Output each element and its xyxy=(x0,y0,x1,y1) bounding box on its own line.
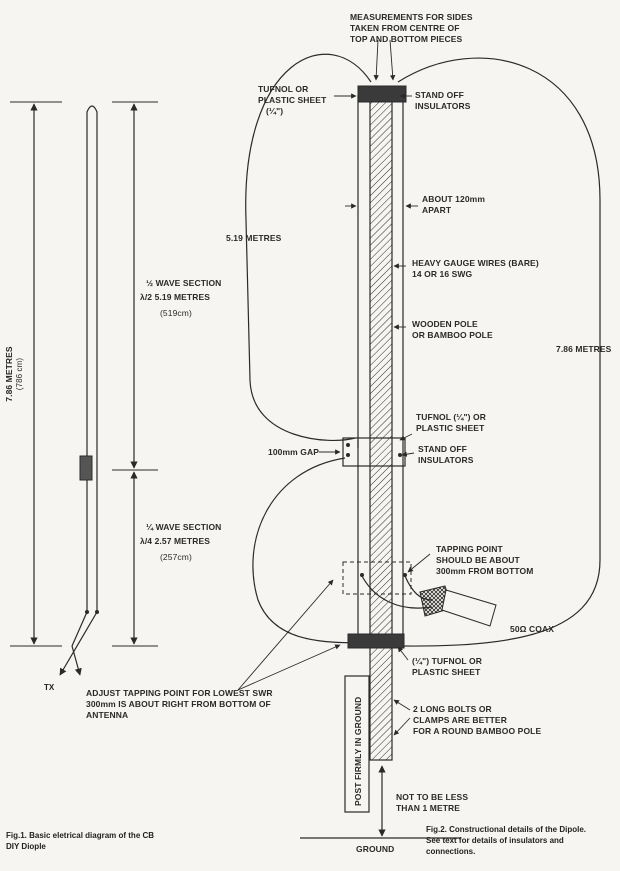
tapping-label-line3: 300mm FROM BOTTOM xyxy=(436,566,533,576)
half-wave-section-label: ½ WAVE SECTION xyxy=(146,278,221,288)
overall-length-label: 7.86 METRES xyxy=(4,346,14,402)
tufnol-bottom-label-line1: (¼") TUFNOL OR xyxy=(412,656,482,666)
tufnol-top-label-line1: TUFNOL OR xyxy=(258,84,308,94)
standoff-top-label-line1: STAND OFF xyxy=(415,90,464,100)
quarter-wave-cm-label: (257cm) xyxy=(160,552,192,562)
gap-label: 100mm GAP xyxy=(268,447,319,457)
pole-label-line1: WOODEN POLE xyxy=(412,319,478,329)
fig2-caption-line2: See text for details of insulators and xyxy=(426,836,564,845)
wooden-pole xyxy=(369,91,393,761)
tapping-label-line1: TAPPING POINT xyxy=(436,544,503,554)
overall-length-cm-label: (786 cm) xyxy=(15,358,24,391)
half-wave-cm-label: (519cm) xyxy=(160,308,192,318)
tufnol-mid-label-line1: TUFNOL (¼") OR xyxy=(416,412,486,422)
pole-label-line2: OR BAMBOO POLE xyxy=(412,330,493,340)
post-label: POST FIRMLY IN GROUND xyxy=(353,697,363,806)
bolts-label-line1: 2 LONG BOLTS OR xyxy=(413,704,492,714)
side-length-left-label: 5.19 METRES xyxy=(226,233,282,243)
adjust-label-line2: 300mm IS ABOUT RIGHT FROM BOTTOM OF xyxy=(86,699,271,709)
wires-label-line2: 14 OR 16 SWG xyxy=(412,269,473,279)
tufnol-bottom-label-line2: PLASTIC SHEET xyxy=(412,667,481,677)
measurements-label-line3: TOP AND BOTTOM PIECES xyxy=(350,34,463,44)
tufnol-mid-label-line2: PLASTIC SHEET xyxy=(416,423,485,433)
folded-dipole-element xyxy=(59,105,99,676)
bolts-label-line3: FOR A ROUND BAMBOO POLE xyxy=(413,726,541,736)
half-wave-fraction-label: λ/2 5.19 METRES xyxy=(140,292,210,302)
apart-label-line2: APART xyxy=(422,205,452,215)
fig1-electrical-diagram: 7.86 METRES (786 cm) TX ½ WAVE SECTION λ… xyxy=(4,101,221,851)
apart-label-line1: ABOUT 120mm xyxy=(422,194,485,204)
coax-cable xyxy=(441,589,497,627)
side-loop-right xyxy=(359,57,601,647)
ground-post xyxy=(344,675,370,813)
side-length-right-label: 7.86 METRES xyxy=(556,344,612,354)
quarter-wave-dimension xyxy=(112,471,158,647)
overall-dimension xyxy=(10,101,62,647)
wires-label-line1: HEAVY GAUGE WIRES (BARE) xyxy=(412,258,539,268)
tufnol-top-label-line3: (¼") xyxy=(266,106,283,116)
adjust-label-line1: ADJUST TAPPING POINT FOR LOWEST SWR xyxy=(86,688,273,698)
bolts-label-line2: CLAMPS ARE BETTER xyxy=(413,715,507,725)
fig2-caption-line1: Fig.2. Constructional details of the Dip… xyxy=(426,825,586,834)
measurements-label-line1: MEASUREMENTS FOR SIDES xyxy=(350,12,473,22)
measurements-label-line2: TAKEN FROM CENTRE OF xyxy=(350,23,460,33)
fig1-caption-line1: Fig.1. Basic eletrical diagram of the CB xyxy=(6,831,154,840)
standoff-mid-label-line1: STAND OFF xyxy=(418,444,467,454)
fig1-caption-line2: DIY Diople xyxy=(6,842,46,851)
coax-label: 50Ω COAX xyxy=(510,624,554,634)
not-less-label-line2: THAN 1 METRE xyxy=(396,803,460,813)
gap-insulator xyxy=(79,455,93,481)
adjust-label-line3: ANTENNA xyxy=(86,710,128,720)
tufnol-top-label-line2: PLASTIC SHEET xyxy=(258,95,327,105)
quarter-wave-fraction-label: λ/4 2.57 METRES xyxy=(140,536,210,546)
half-wave-dimension xyxy=(112,101,158,471)
lower-loop xyxy=(252,457,361,644)
quarter-wave-section-label: ¼ WAVE SECTION xyxy=(146,522,221,532)
standoff-mid-label-line2: INSULATORS xyxy=(418,455,474,465)
fig2-construction-diagram: MEASUREMENTS FOR SIDES TAKEN FROM CENTRE… xyxy=(86,12,612,856)
standoff-top-label-line2: INSULATORS xyxy=(415,101,471,111)
tx-label: TX xyxy=(44,683,55,692)
side-loop-left xyxy=(245,53,372,442)
fig2-caption-line3: connections. xyxy=(426,847,475,856)
bottom-insulator-plate xyxy=(347,633,405,649)
tapping-label-line2: SHOULD BE ABOUT xyxy=(436,555,521,565)
ground-label: GROUND xyxy=(356,844,394,854)
top-insulator-plate xyxy=(357,85,407,103)
not-less-label-line1: NOT TO BE LESS xyxy=(396,792,468,802)
